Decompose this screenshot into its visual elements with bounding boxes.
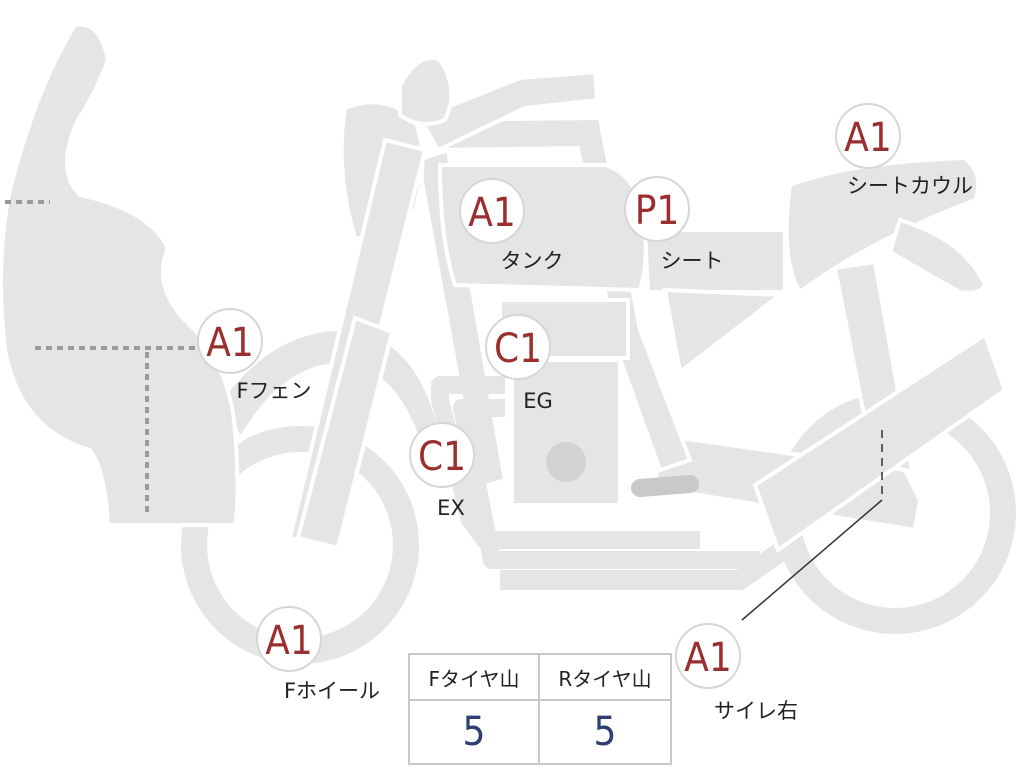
seat bbox=[642, 228, 787, 294]
badge-seat-cowl: A1 シートカウル bbox=[835, 103, 973, 198]
badge-seat: P1 シート bbox=[624, 176, 724, 273]
badge-label: Fフェン bbox=[236, 379, 311, 403]
engine-block bbox=[510, 358, 622, 507]
badge-label: タンク bbox=[501, 249, 564, 273]
leader-line bbox=[741, 499, 883, 621]
badge-code: A1 bbox=[206, 320, 254, 366]
badge-label: シートカウル bbox=[847, 174, 973, 198]
footpeg bbox=[631, 475, 699, 497]
badge-code: A1 bbox=[265, 618, 313, 664]
tail-fin bbox=[887, 217, 988, 295]
badge-front-wheel: A1 Fホイール bbox=[256, 606, 380, 703]
badge-label: サイレ右 bbox=[714, 699, 798, 723]
rear-tire-value: 5 bbox=[593, 709, 617, 755]
front-tire-header: Fタイヤ山 bbox=[410, 655, 540, 701]
badge-code: C1 bbox=[494, 326, 542, 372]
badge-code: A1 bbox=[684, 635, 732, 681]
front-tire-value: 5 bbox=[410, 701, 540, 763]
badge-exhaust: C1 EX bbox=[409, 422, 475, 520]
badge-code: A1 bbox=[844, 115, 892, 161]
handlebar bbox=[417, 69, 600, 153]
muffler bbox=[752, 331, 1008, 554]
exhaust-pipe bbox=[500, 536, 796, 590]
badge-label: EG bbox=[523, 389, 553, 413]
badge-engine: C1 EG bbox=[485, 314, 553, 413]
badge-tank: A1 タンク bbox=[459, 178, 564, 273]
tire-tread-table: Fタイヤ山 Rタイヤ山 5 5 bbox=[408, 653, 672, 765]
mirror bbox=[398, 55, 454, 126]
badge-code: A1 bbox=[468, 190, 516, 236]
fork-guard bbox=[295, 315, 395, 551]
exhaust-pipe bbox=[453, 399, 760, 569]
engine-cover bbox=[546, 442, 586, 482]
badge-windscreen-cowl: A1 Fフェン bbox=[197, 308, 312, 403]
badge-label: Fホイール bbox=[284, 679, 380, 703]
badge-code: P1 bbox=[635, 188, 680, 234]
badge-label: EX bbox=[437, 496, 465, 520]
badge-label: シート bbox=[661, 249, 724, 273]
badge-muffler-right: A1 サイレ右 bbox=[675, 623, 798, 723]
side-cover bbox=[662, 287, 786, 376]
front-fairing bbox=[0, 22, 240, 527]
rear-tire-header: Rタイヤ山 bbox=[540, 655, 670, 701]
badge-code: C1 bbox=[418, 434, 466, 480]
